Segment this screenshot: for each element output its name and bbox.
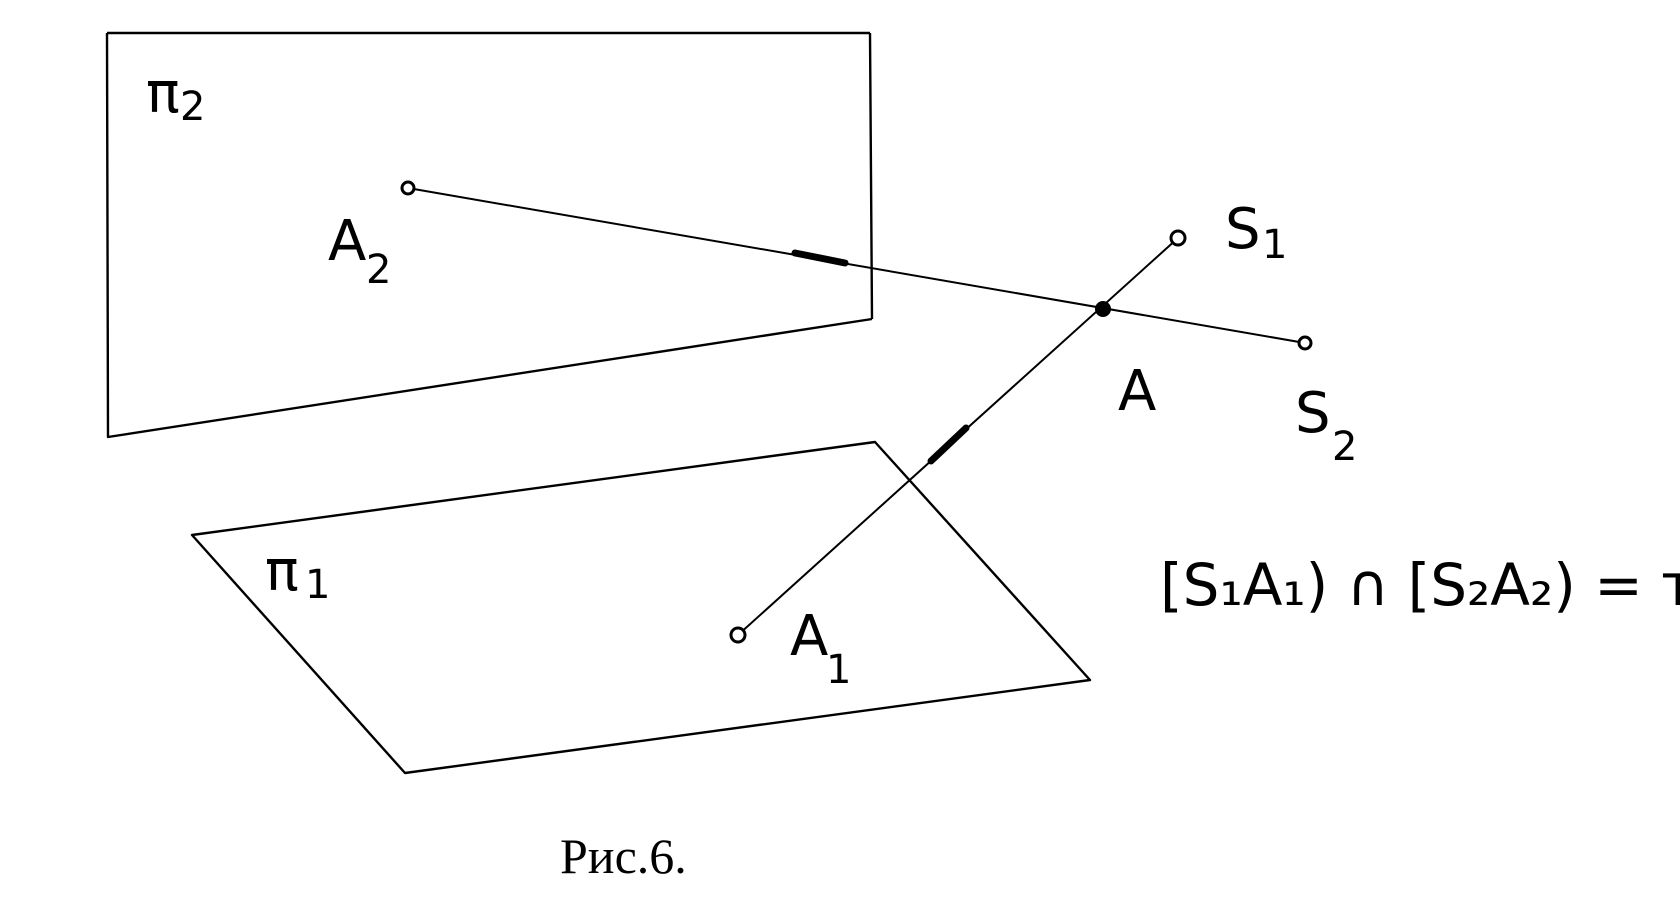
- ray-s2-a2-intersection-mark: [791, 249, 849, 267]
- label-s1: S: [1225, 197, 1261, 262]
- plane-pi2-outline: [105, 31, 874, 439]
- ray-s2-a2: [407, 187, 1306, 344]
- label-s2-subscript: 2: [1332, 424, 1357, 470]
- label-a1-subscript: 1: [826, 647, 851, 693]
- figure-caption: Рис.6.: [560, 828, 687, 884]
- point-a1: [729, 626, 747, 644]
- label-a2: A: [328, 209, 366, 274]
- point-a: [1095, 301, 1111, 317]
- label-a: A: [1118, 359, 1156, 424]
- ray-s1-a1-intersection-mark: [927, 424, 970, 465]
- plane-pi2-subscript: 2: [180, 84, 205, 130]
- point-s1: [1169, 229, 1187, 247]
- label-a1: A: [790, 604, 828, 669]
- plane-pi2-symbol: π: [146, 61, 180, 126]
- point-a2: [400, 180, 416, 196]
- plane-pi1-symbol: π: [265, 539, 299, 604]
- intersection-formula: [S₁A₁) ∩ [S₂A₂) = т.A: [1160, 551, 1680, 619]
- label-s2: S: [1295, 381, 1331, 446]
- label-s1-subscript: 1: [1262, 222, 1287, 268]
- point-s2: [1297, 335, 1313, 351]
- plane-pi1-subscript: 1: [305, 562, 330, 608]
- label-a2-subscript: 2: [366, 247, 391, 293]
- plane-pi1-outline: [190, 440, 1092, 775]
